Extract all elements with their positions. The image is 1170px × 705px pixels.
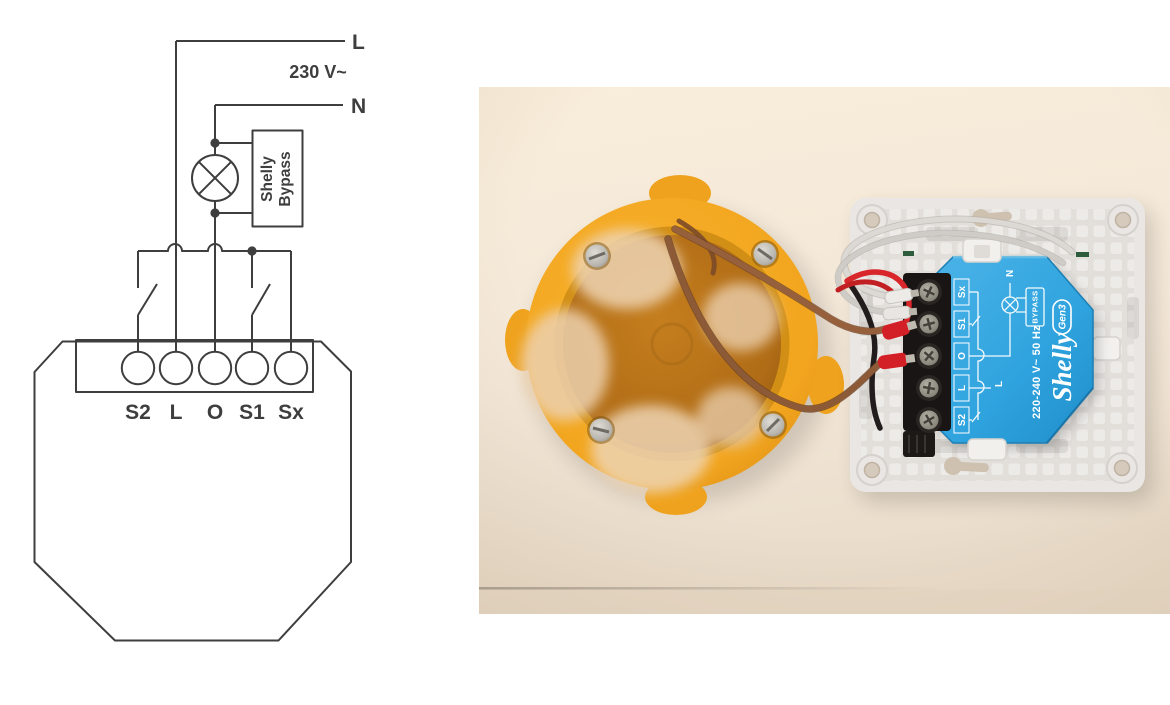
shelly-rating: 220-240 V~ 50 Hz [1031,325,1043,419]
shelly-label-s2: S2 [957,413,968,426]
terminal-hole-sx [273,350,309,386]
terminal-label-sx: Sx [278,401,304,424]
shelly-label-sx: Sx [957,285,968,298]
switch-s1 [251,251,271,352]
shelly-device: Sx S1 O L S2 N L BYPASS 220-240 V~ 50 Hz… [903,255,1099,457]
wiring-diagram-figure: L 230 V~ N Shelly Bypass S2 L O S1 Sx [0,0,465,700]
ferrule-s1 [882,305,918,321]
terminal-label-s1: S1 [239,401,265,424]
installation-photo-svg: Sx S1 O L S2 N L BYPASS 220-240 V~ 50 Hz… [479,87,1170,615]
plate-clips [962,238,1007,461]
lamp-branch [191,138,239,352]
switch-bus [137,243,292,352]
ferrule-l [877,352,916,370]
brown-wire-l [665,236,883,412]
ferrule-sx [884,287,920,305]
shelly-print-bypass: BYPASS [1031,290,1040,323]
black-wire [847,281,883,431]
pcb-sliver-left [903,251,914,256]
terminal-screws [916,279,942,433]
switch-s2 [137,251,158,352]
shelly-terminal-labels: Sx S1 O L S2 [953,278,970,434]
terminal-label-s2: S2 [125,401,151,424]
grey-wire-s1 [835,230,1066,315]
relay-body-outline [33,340,352,642]
shelly-gen3-badge: Gen3 [1052,299,1072,335]
terminal-label-o: O [207,401,223,424]
shelly-brand: Shelly [1047,331,1077,401]
plate-corner-holes [856,204,1139,486]
bypass-box [215,129,304,228]
shelly-label-l: L [957,385,968,391]
terminal-hole-s1 [234,350,270,386]
plate-clip-bottom [967,438,1007,461]
wiring-diagram-svg: L 230 V~ N Shelly Bypass S2 L O S1 Sx [33,31,366,642]
shelly-label-o: O [957,352,968,360]
label-neutral: N [351,95,366,118]
terminal-label-l: L [170,401,183,424]
shelly-print-neutral: N [1005,270,1016,277]
bypass-label-line2: Bypass [277,151,294,206]
bypass-label-line1: Shelly [259,156,276,202]
installation-photo: Sx S1 O L S2 N L BYPASS 220-240 V~ 50 Hz… [479,87,1170,615]
wires [664,215,1076,431]
pcb-sliver-right [1076,252,1089,257]
ferrule-o [881,320,918,340]
supply-lines [175,40,345,352]
terminal-hole-s2 [120,350,156,386]
shelly-generation: Gen3 [1058,304,1069,329]
wire-ferrules [877,287,920,370]
shelly-label-s1: S1 [957,317,968,330]
table-edge [479,587,939,590]
brown-wire-o [672,226,888,335]
box-screws [583,240,787,444]
junction-box [505,175,844,515]
shelly-printed-schematic [969,283,1045,423]
terminal-hole-l [158,350,194,386]
terminal-strip [75,339,314,393]
terminal-hole-o [197,350,233,386]
shelly-print-line: L [994,381,1005,387]
label-voltage: 230 V~ [289,62,347,82]
label-line: L [352,31,365,54]
